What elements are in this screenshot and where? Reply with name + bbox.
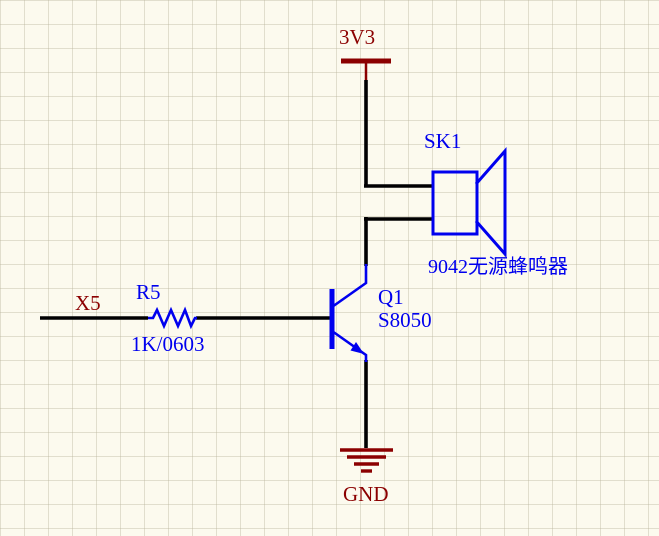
resistor-value-label[interactable]: 1K/0603: [131, 332, 205, 356]
transistor-emitter-pin[interactable]: [331, 329, 368, 362]
buzzer-comment-label[interactable]: 9042无源蜂鸣器: [428, 256, 568, 278]
transistor-value-label[interactable]: S8050: [378, 308, 432, 332]
transistor-collector-pin[interactable]: [331, 264, 368, 309]
power-net-label[interactable]: 3V3: [339, 25, 376, 49]
transistor-designator-label[interactable]: Q1: [378, 285, 404, 309]
transistor-q1-symbol[interactable]: [329, 264, 368, 362]
buzzer-body[interactable]: [431, 170, 479, 236]
ground-net-label[interactable]: GND: [343, 482, 389, 506]
power-port-3v3-symbol[interactable]: [341, 58, 391, 82]
buzzer-sk1-symbol[interactable]: [431, 147, 507, 258]
net-label-x5[interactable]: X5: [75, 291, 101, 315]
resistor-r5-symbol[interactable]: [148, 306, 197, 330]
wires[interactable]: [40, 80, 434, 448]
buzzer-horn[interactable]: [474, 147, 507, 258]
ground-symbol[interactable]: [340, 448, 393, 473]
transistor-emitter-arrow-icon: [350, 342, 364, 354]
resistor-designator-label[interactable]: R5: [136, 280, 161, 304]
buzzer-designator-label[interactable]: SK1: [424, 129, 462, 153]
